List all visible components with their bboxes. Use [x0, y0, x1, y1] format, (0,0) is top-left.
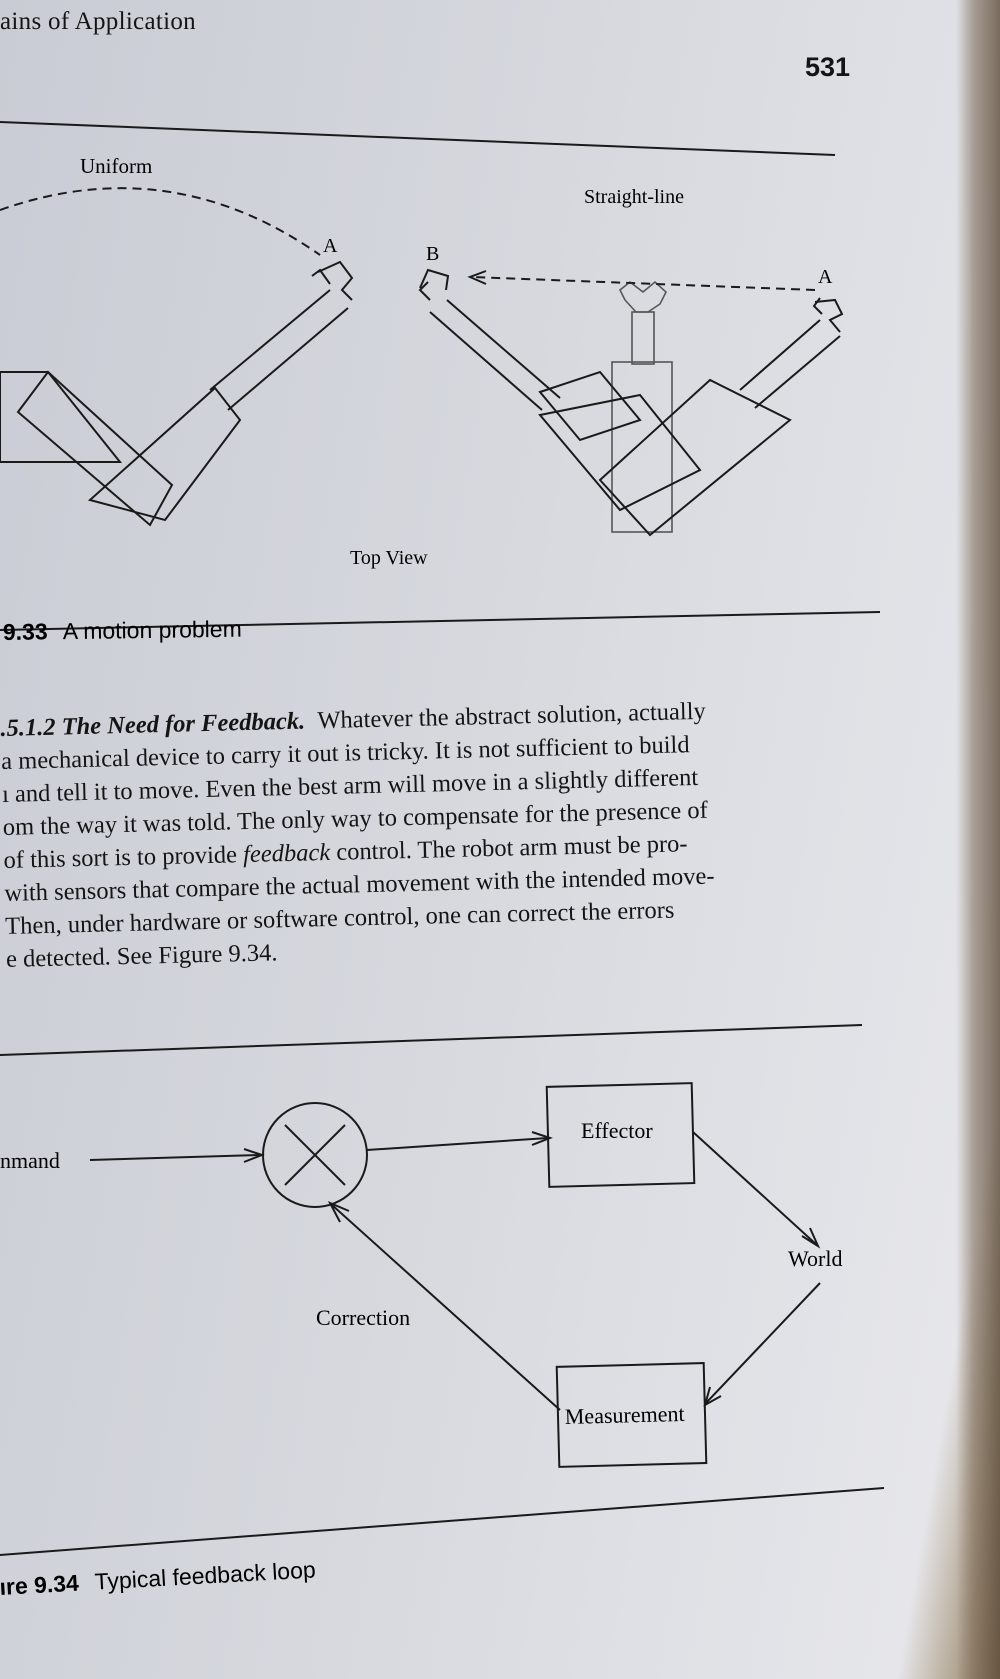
label-correction: Correction [316, 1305, 410, 1330]
figure-933-caption: 9.33 A motion problem [3, 616, 242, 645]
label-a-right: A [818, 266, 833, 288]
figure-934-caption: ıre 9.34 Typical feedback loop [0, 1556, 316, 1600]
page-edge-shadow [956, 0, 1000, 1679]
figure-933-caption-number: 9.33 [3, 618, 48, 645]
label-measurement: Measurement [564, 1401, 684, 1429]
uniform-path [0, 187, 321, 256]
body-line-5a: of this sort is to provide [3, 841, 244, 874]
left-robot-arm [0, 260, 354, 527]
label-world: World [788, 1246, 842, 1271]
label-a-left: A [323, 235, 338, 257]
figure-933-caption-text: A motion problem [63, 616, 242, 644]
body-emphasis-feedback: feedback [242, 838, 331, 869]
label-command: nmand [0, 1148, 60, 1173]
label-uniform: Uniform [80, 154, 152, 178]
label-straight-line: Straight-line [584, 186, 684, 208]
figure-top-rule [0, 121, 836, 156]
figure-934-top-rule [0, 1024, 863, 1056]
right-robot-arm [538, 297, 844, 537]
label-top-view: Top View [350, 547, 428, 569]
label-effector: Effector [581, 1118, 653, 1143]
straight-line-path [471, 276, 816, 291]
feedback-loop-diagram [89, 1082, 821, 1468]
section-body: .5.1.2 The Need for Feedback. Whatever t… [0, 691, 866, 976]
figure-934-caption-text: Typical feedback loop [94, 1556, 316, 1594]
figure-934-bottom-rule [0, 1487, 885, 1556]
straight-line-arrowhead [467, 270, 487, 285]
middle-robot-arm [418, 268, 642, 442]
measurement-box [555, 1362, 708, 1468]
figure-934-caption-number: ıre 9.34 [0, 1570, 80, 1600]
running-head: ains of Application [0, 8, 196, 35]
vertical-robot-arm [611, 280, 673, 533]
figure-bottom-rule [0, 611, 881, 631]
page-number: 531 [805, 52, 851, 82]
label-b: B [426, 243, 439, 265]
section-heading: .5.1.2 The Need for Feedback. [0, 707, 306, 742]
